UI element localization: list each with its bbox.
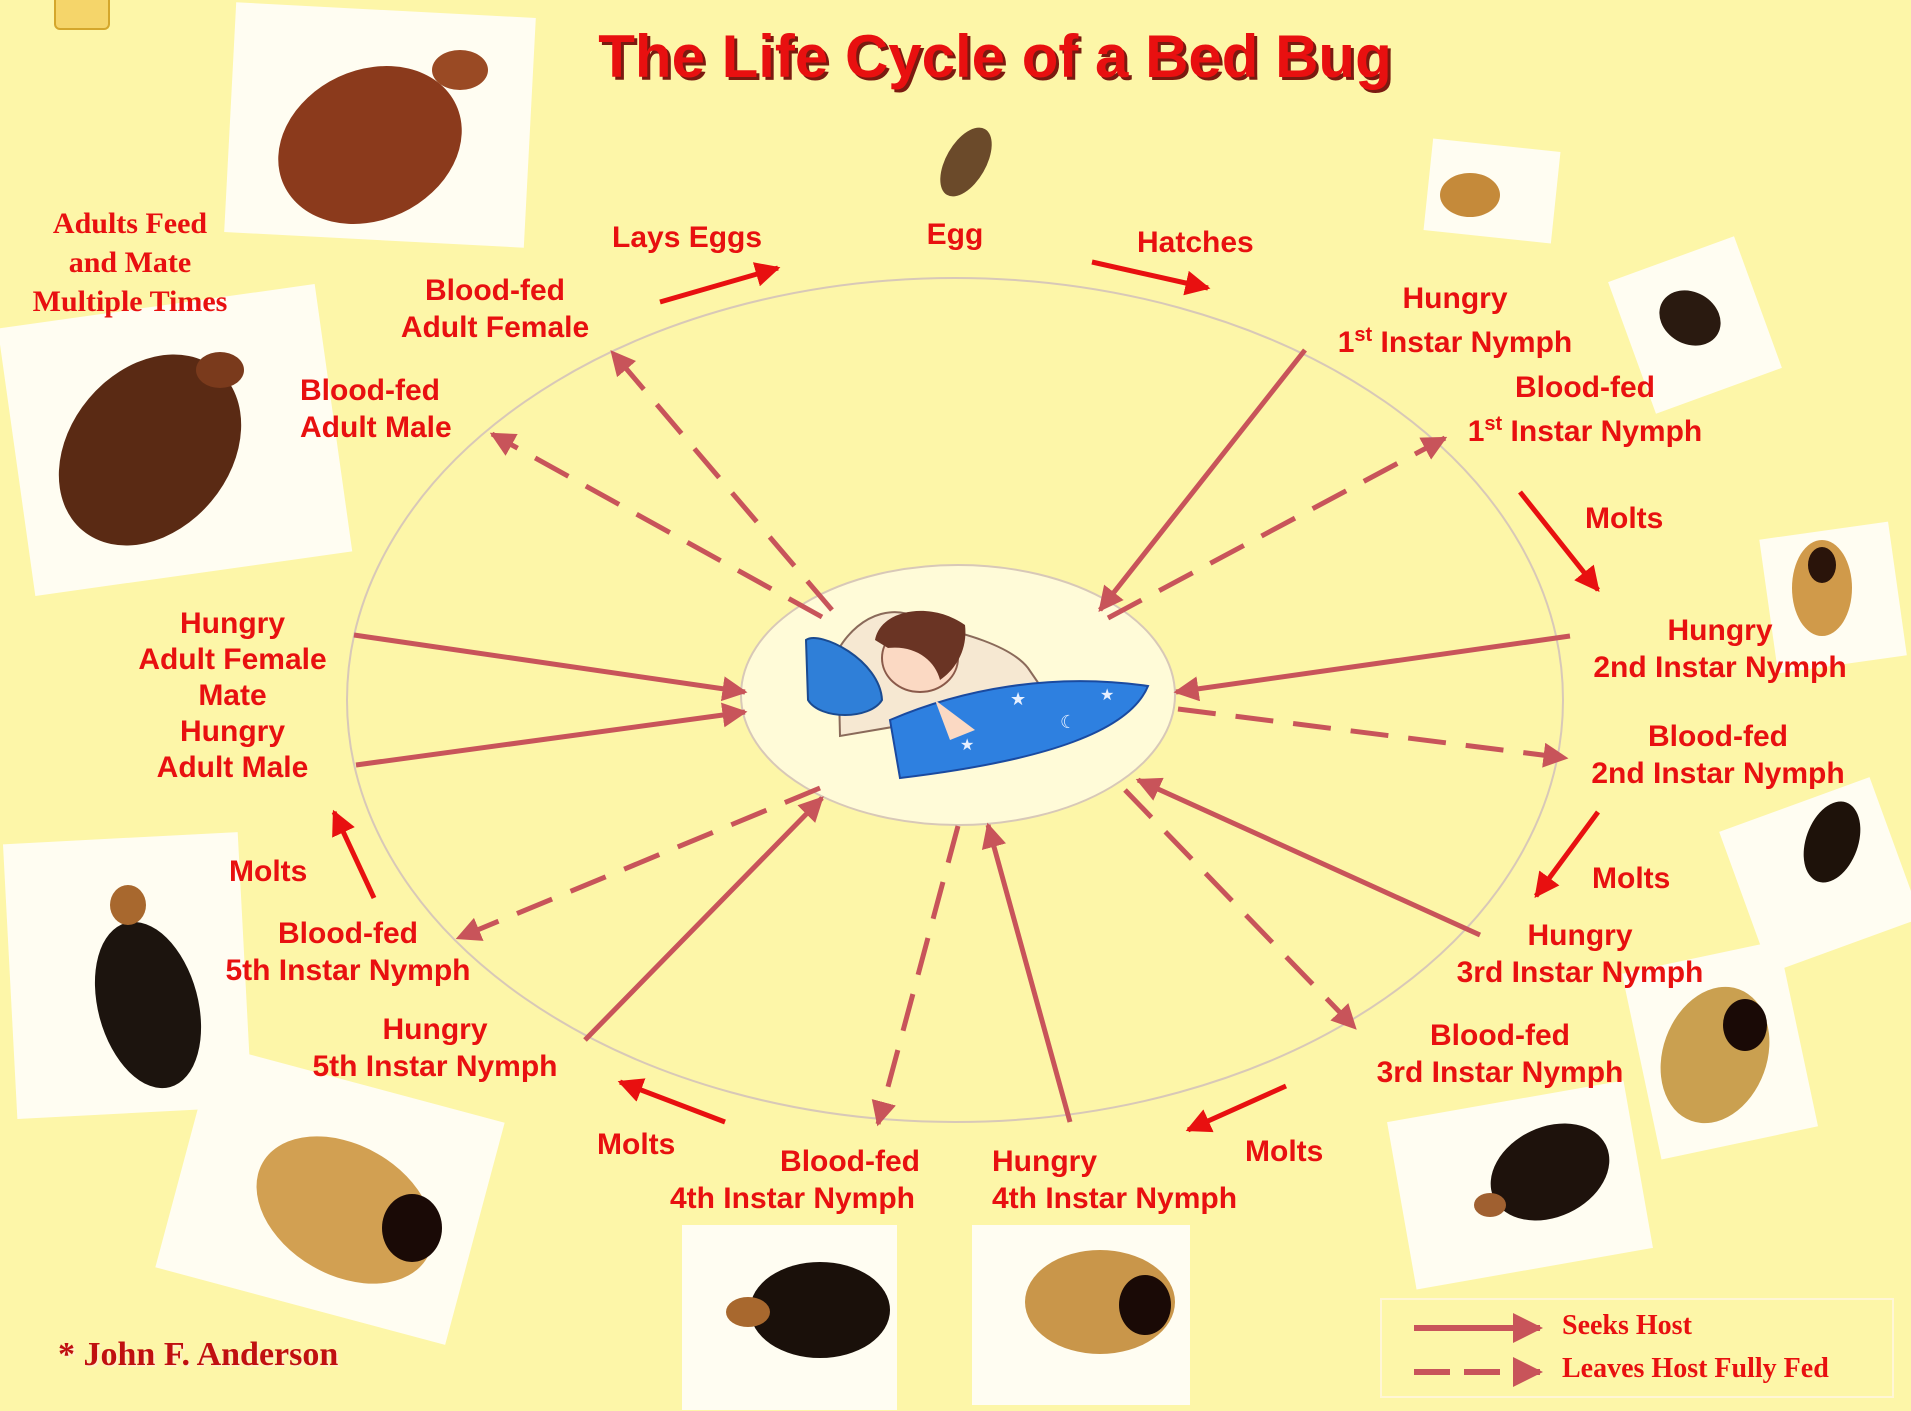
lays-eggs-arrow xyxy=(660,268,778,302)
leave-arrow-male xyxy=(492,434,822,617)
stage-label-line: Hungry xyxy=(1300,280,1610,317)
stage-label-line: Adult Female xyxy=(120,642,345,678)
molts-label-5: Molts xyxy=(229,853,307,890)
legend-seeks-label: Seeks Host xyxy=(1562,1310,1692,1342)
molts-arrow-4 xyxy=(620,1082,725,1122)
molts-arrow-2 xyxy=(1536,812,1598,896)
leave-arrow-2nd xyxy=(1178,709,1566,758)
author-credit: * John F. Anderson xyxy=(58,1336,338,1374)
svg-text:★: ★ xyxy=(960,737,974,754)
molts-label-4: Molts xyxy=(597,1126,675,1163)
stage-label-line: Blood-fed xyxy=(300,372,470,409)
seek-arrow-2nd xyxy=(1176,636,1570,692)
leave-arrow-5th xyxy=(458,788,820,938)
stage-label-line: Hungry xyxy=(1440,917,1720,954)
stage-label-line: 1st Instar Nymph xyxy=(1300,317,1610,361)
stage-fed-3rd: Blood-fed 3rd Instar Nymph xyxy=(1360,1017,1640,1091)
stage-hungry-3rd: Hungry 3rd Instar Nymph xyxy=(1440,917,1720,991)
stage-label-line: Hungry xyxy=(300,1011,570,1048)
stage-hungry-2nd: Hungry 2nd Instar Nymph xyxy=(1580,612,1860,686)
stage-label-line: 3rd Instar Nymph xyxy=(1360,1054,1640,1091)
svg-text:★: ★ xyxy=(1100,687,1114,704)
stage-hungry-adults: Hungry Adult Female Mate Hungry Adult Ma… xyxy=(120,606,345,786)
stage-fed-male: Blood-fed Adult Male xyxy=(300,372,470,446)
stage-egg-label: Egg xyxy=(900,216,1010,253)
stage-fed-5th: Blood-fed 5th Instar Nymph xyxy=(213,915,483,989)
stage-hungry-1st: Hungry 1st Instar Nymph xyxy=(1300,280,1610,361)
adults-note-line-3: Multiple Times xyxy=(10,282,250,321)
stage-label-line: Blood-fed xyxy=(390,272,600,309)
stage-egg: Egg xyxy=(900,216,1010,253)
stage-label-line: 1st Instar Nymph xyxy=(1440,406,1730,450)
seek-arrow-male xyxy=(356,712,745,765)
adults-note: Adults Feed and Mate Multiple Times xyxy=(10,204,250,321)
molts-label-1: Molts xyxy=(1585,500,1663,537)
stage-label-line: Blood-fed xyxy=(1578,718,1858,755)
hatches-arrow xyxy=(1092,262,1208,288)
stage-hungry-4th: Hungry 4th Instar Nymph xyxy=(992,1143,1262,1217)
molts-arrow-5 xyxy=(334,812,374,898)
seek-arrow-4th xyxy=(988,825,1070,1122)
svg-text:★: ★ xyxy=(1010,689,1026,709)
hatches-label: Hatches xyxy=(1137,224,1254,261)
leave-arrow-1st xyxy=(1108,438,1445,618)
stage-label-line: Adult Male xyxy=(300,409,470,446)
stage-label-line: Hungry xyxy=(1580,612,1860,649)
seek-arrow-1st xyxy=(1100,350,1305,610)
stage-fed-2nd: Blood-fed 2nd Instar Nymph xyxy=(1578,718,1858,792)
stage-fed-1st: Blood-fed 1st Instar Nymph xyxy=(1440,369,1730,450)
stage-label-line: Mate xyxy=(120,678,345,714)
stage-label-line: 2nd Instar Nymph xyxy=(1580,649,1860,686)
stage-label-line: 5th Instar Nymph xyxy=(213,952,483,989)
leave-arrow-female xyxy=(612,352,832,610)
stage-label-line: 4th Instar Nymph xyxy=(992,1180,1262,1217)
stage-label-line: Hungry xyxy=(992,1143,1262,1180)
stage-label-line: Adult Male xyxy=(120,750,345,786)
stage-label-line: Hungry xyxy=(120,714,345,750)
molts-label-3: Molts xyxy=(1245,1133,1323,1170)
adults-note-line-1: Adults Feed xyxy=(10,204,250,243)
stage-label-line: Blood-fed xyxy=(213,915,483,952)
stage-fed-4th: Blood-fed 4th Instar Nymph xyxy=(655,1143,930,1217)
stage-fed-female: Blood-fed Adult Female xyxy=(390,272,600,346)
stage-label-line: 2nd Instar Nymph xyxy=(1578,755,1858,792)
molts-arrow-3 xyxy=(1188,1086,1286,1130)
stage-label-line: 4th Instar Nymph xyxy=(655,1180,930,1217)
seek-arrow-female xyxy=(354,635,745,692)
stage-label-line: Blood-fed xyxy=(1360,1017,1640,1054)
stage-label-line: 3rd Instar Nymph xyxy=(1440,954,1720,991)
stage-label-line: Hungry xyxy=(120,606,345,642)
stage-label-line: 5th Instar Nymph xyxy=(300,1048,570,1085)
leave-arrow-4th xyxy=(878,826,958,1124)
stage-label-line: Blood-fed xyxy=(655,1143,930,1180)
molts-label-2: Molts xyxy=(1592,860,1670,897)
legend-leaves-label: Leaves Host Fully Fed xyxy=(1562,1353,1829,1385)
stage-hungry-5th: Hungry 5th Instar Nymph xyxy=(300,1011,570,1085)
adults-note-line-2: and Mate xyxy=(10,243,250,282)
stage-label-line: Adult Female xyxy=(390,309,600,346)
stage-label-line: Blood-fed xyxy=(1440,369,1730,406)
lays-eggs-label: Lays Eggs xyxy=(612,219,762,256)
svg-text:☾: ☾ xyxy=(1060,712,1076,732)
